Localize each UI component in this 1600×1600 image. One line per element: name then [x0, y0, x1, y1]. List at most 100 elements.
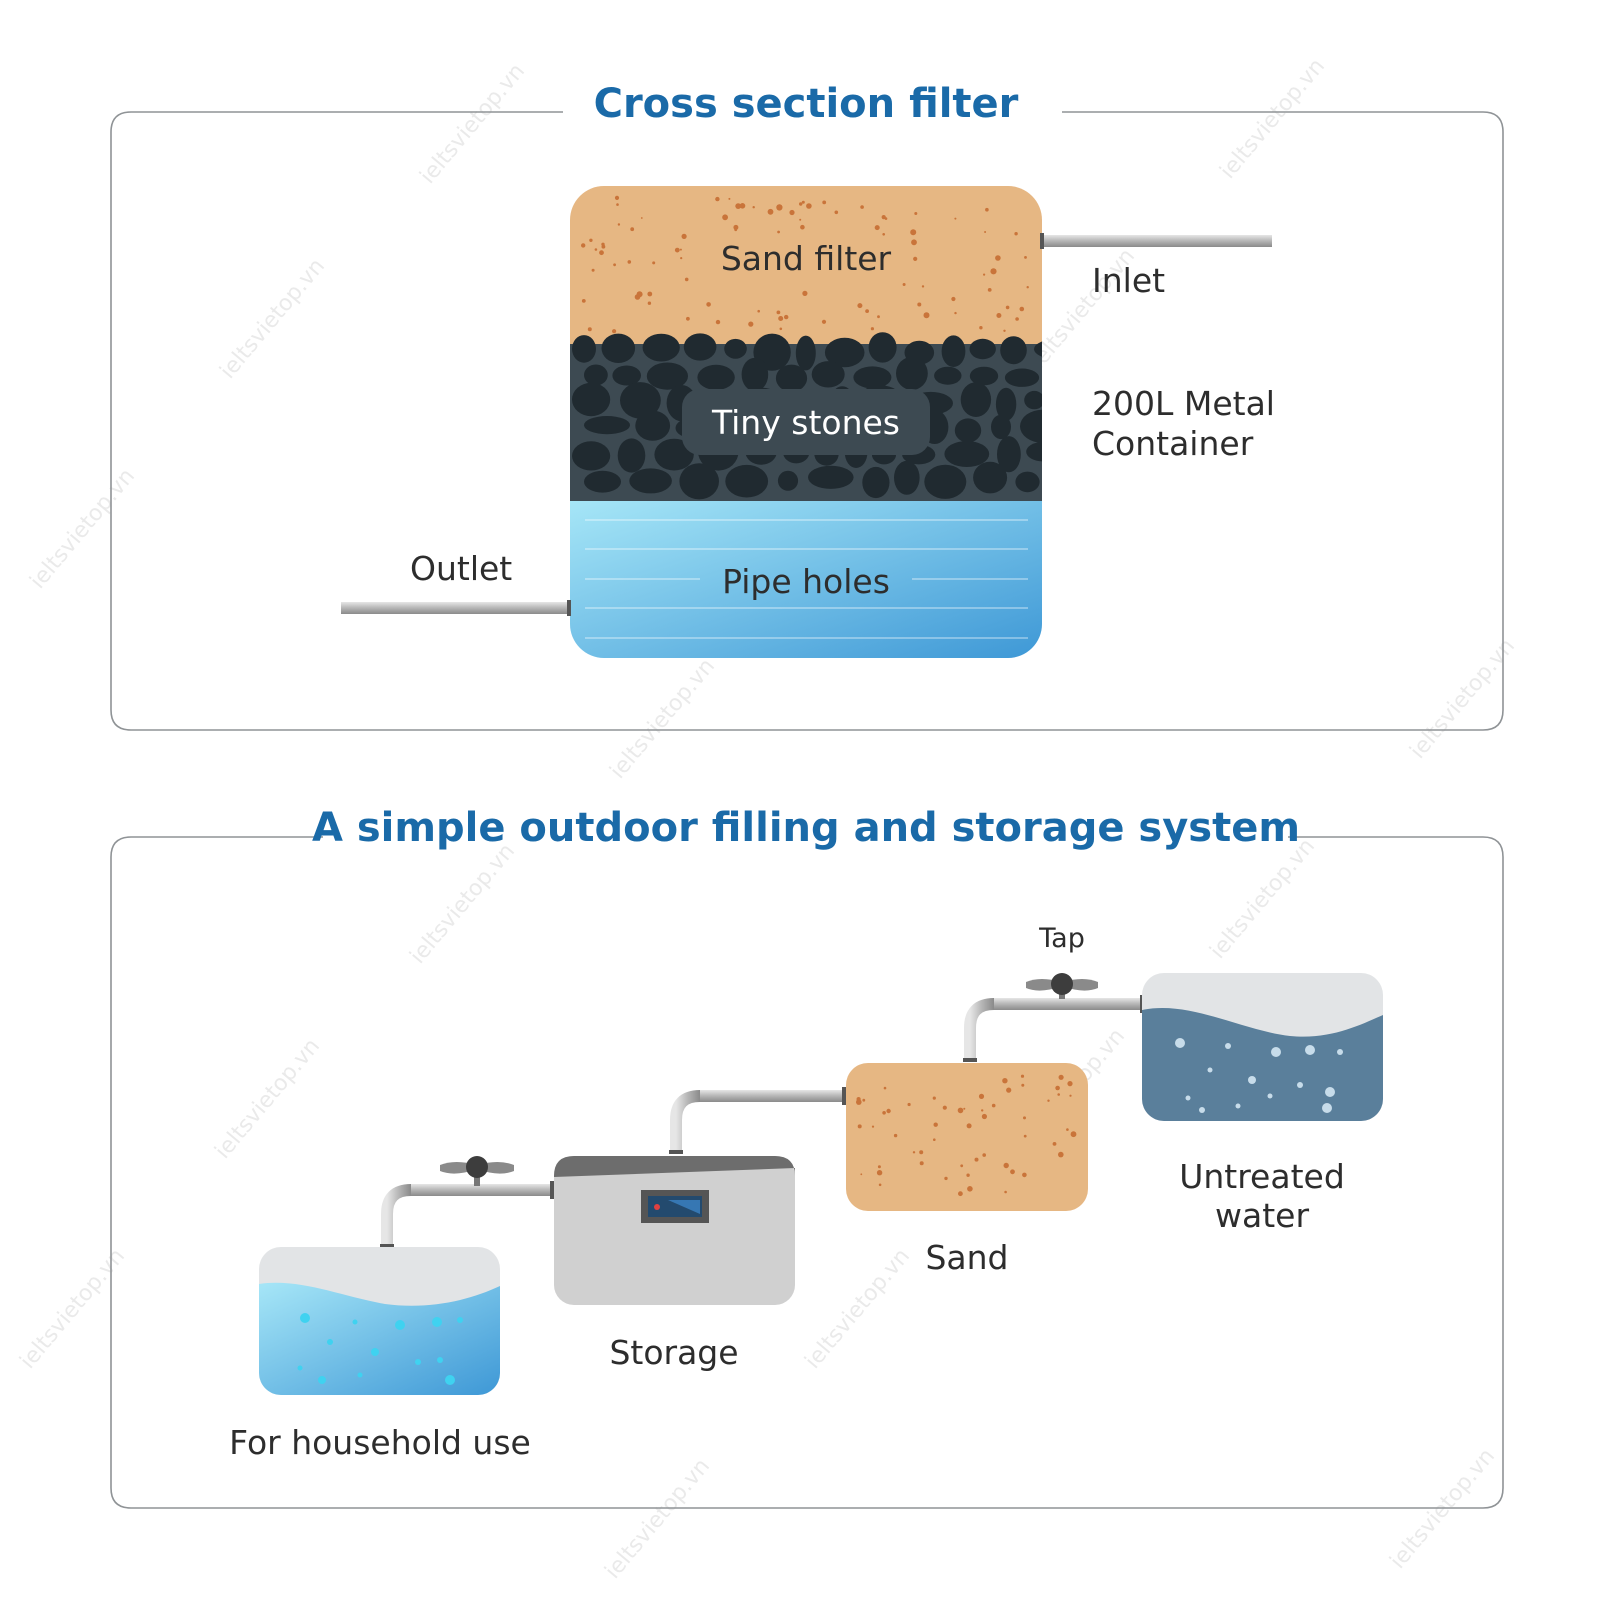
watermark-text: ieltsvietop.vn	[415, 59, 530, 189]
sand-grain	[1024, 256, 1027, 259]
sand-grain	[933, 1138, 936, 1141]
sand-grain	[733, 224, 739, 230]
stone	[725, 464, 769, 498]
sand-grain	[987, 288, 992, 292]
stone	[1004, 368, 1040, 387]
sand-grain	[886, 1108, 891, 1114]
sand-grain	[983, 273, 986, 276]
sand-grain	[1014, 232, 1018, 236]
stone	[620, 382, 661, 419]
label-outlet: Outlet	[410, 549, 512, 588]
bubble	[1248, 1076, 1256, 1084]
sand-grain	[870, 327, 875, 331]
sand-tank	[846, 1063, 1088, 1211]
sand-grain	[681, 233, 687, 239]
sand-grain	[801, 200, 805, 204]
sand-grain	[617, 223, 621, 226]
bubble	[1225, 1043, 1231, 1049]
watermark-text: ieltsvietop.vn	[405, 839, 520, 969]
watermark-text: ieltsvietop.vn	[1205, 834, 1320, 964]
stone	[924, 464, 967, 499]
untreated-water-tank	[1142, 973, 1383, 1121]
stone	[1026, 442, 1042, 462]
sand-grain	[799, 202, 803, 206]
bubble	[297, 1365, 303, 1371]
sand-grain	[893, 1133, 898, 1138]
stone	[646, 362, 689, 390]
sand-grain	[942, 1105, 947, 1110]
bubble	[1305, 1045, 1315, 1055]
stone	[997, 436, 1021, 473]
sand-grain	[1004, 1190, 1007, 1194]
sand-grain	[601, 242, 605, 246]
untreated-bubbles	[1175, 1038, 1343, 1113]
sand-grain	[613, 263, 616, 267]
sand-grain	[1069, 1094, 1072, 1097]
watermark-text: ieltsvietop.vn	[1215, 54, 1330, 184]
stone	[654, 438, 694, 471]
sand-grain	[1002, 1078, 1008, 1084]
label-tiny-stones: Tiny stones	[711, 403, 900, 442]
bubble	[445, 1375, 455, 1385]
tap-lower-icon	[440, 1156, 514, 1186]
stone	[973, 461, 1008, 494]
bubble	[357, 1372, 363, 1378]
label-tap: Tap	[1038, 923, 1085, 954]
label-container-line2: Container	[1092, 424, 1254, 463]
sand-grain	[966, 1123, 972, 1129]
stone	[991, 414, 1011, 440]
bubble	[457, 1317, 463, 1323]
bubble	[1207, 1067, 1213, 1073]
sand-grain	[877, 315, 880, 319]
stone	[944, 441, 990, 467]
label-sand: Sand	[925, 1238, 1008, 1277]
sand-grain	[1070, 1131, 1077, 1138]
bubble	[1271, 1047, 1281, 1057]
stone	[995, 387, 1017, 421]
sand-grain	[706, 302, 711, 307]
sand-grain	[1015, 317, 1019, 321]
stone	[934, 366, 962, 385]
panel-frame-top	[110, 111, 1504, 731]
sand-grain	[1010, 1169, 1015, 1175]
label-untreated-line2: water	[1215, 1196, 1309, 1235]
bubble	[300, 1313, 310, 1323]
sand-grain	[1021, 1083, 1025, 1087]
sand-grain	[984, 231, 987, 233]
sand-grain	[767, 208, 774, 215]
watermark-text: ieltsvietop.vn	[800, 1244, 915, 1374]
bubble	[432, 1317, 442, 1327]
sand-grain	[1006, 1087, 1012, 1093]
stone	[941, 335, 966, 368]
sand-grain	[728, 197, 731, 200]
sand-grain	[686, 316, 690, 321]
sand-grain	[776, 204, 783, 211]
sand-grain	[652, 261, 656, 265]
sand-grain	[735, 203, 742, 210]
label-untreated-line1: Untreated	[1179, 1157, 1345, 1196]
tap-upper-icon	[1026, 973, 1098, 999]
sand-grain	[739, 203, 746, 209]
stone	[808, 465, 854, 489]
sand-grain	[907, 1102, 911, 1107]
stone	[617, 438, 646, 473]
panel-frame-bottom	[110, 836, 1504, 1509]
sand-grain	[800, 224, 805, 230]
stone	[724, 338, 747, 359]
sand-grain	[995, 255, 1001, 261]
sand-grain	[996, 313, 1002, 318]
sand-grain	[1019, 306, 1025, 312]
sand-grain	[591, 268, 595, 272]
sand-grain	[627, 260, 632, 264]
sand-grain	[1055, 1085, 1060, 1091]
watermark-text: ieltsvietop.vn	[25, 464, 140, 594]
sand-grain	[799, 218, 802, 221]
stone	[960, 382, 992, 417]
sand-grain	[966, 1173, 970, 1177]
label-household: For household use	[229, 1423, 531, 1462]
sand-grain	[883, 1086, 887, 1090]
sand-grain	[784, 314, 789, 320]
stone	[775, 364, 808, 392]
stone	[894, 460, 920, 495]
sand-grain	[1067, 1081, 1073, 1087]
